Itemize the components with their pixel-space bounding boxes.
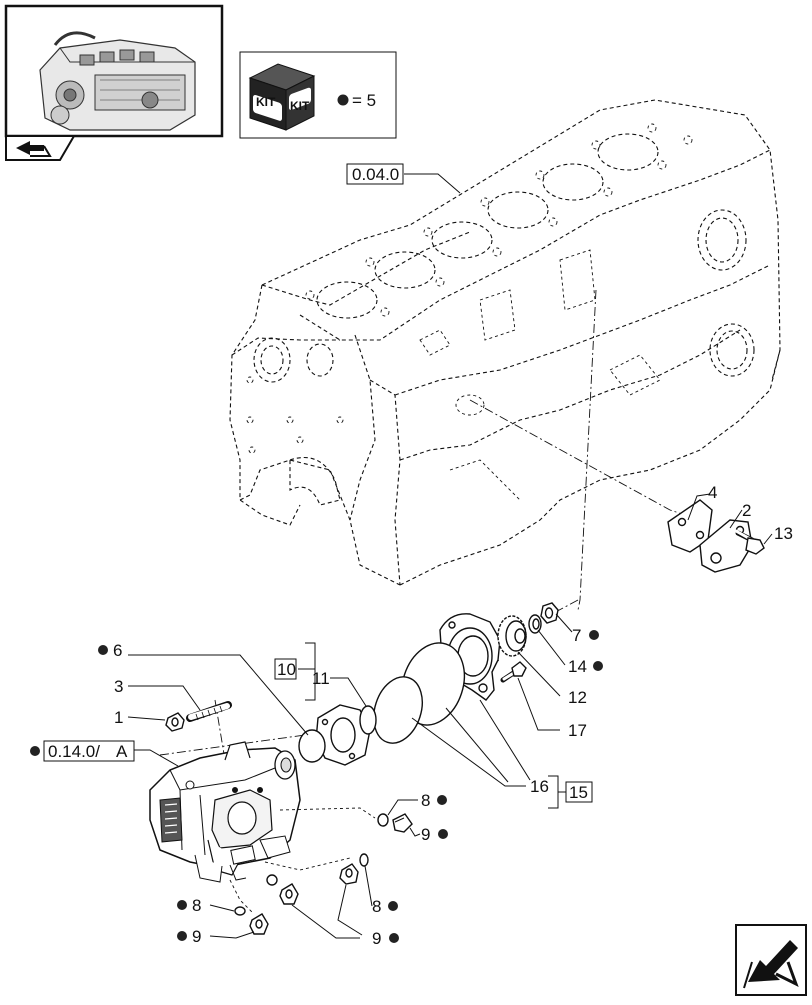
o-ring-8-lower-b[interactable] — [234, 906, 246, 916]
callout-8-left[interactable]: 8 — [192, 896, 201, 915]
plug-9-lower-a[interactable] — [279, 883, 299, 905]
kit-label-right: KIT — [290, 99, 310, 113]
cylinder-bore-5 — [542, 163, 604, 201]
washer-14[interactable] — [528, 614, 542, 634]
reference-label-engine-block[interactable]: 0.04.0 — [346, 163, 404, 185]
kit-equals-text: = 5 — [352, 91, 376, 110]
callout-6[interactable]: 6 — [113, 641, 122, 660]
cylinder-bore-1 — [316, 281, 378, 319]
callout-1[interactable]: 1 — [114, 708, 123, 727]
pump-outlet-guide — [279, 807, 376, 819]
cylinder-bore-3 — [431, 221, 493, 259]
kit-box-icon: KIT KIT — [248, 63, 316, 131]
kit-bullet-icon — [177, 900, 187, 910]
callout-7[interactable]: 7 — [572, 626, 581, 645]
reference-text-pump-group: 0.14.0/ — [48, 742, 100, 761]
o-ring-8-upper[interactable] — [377, 813, 389, 827]
high-pressure-pump[interactable] — [149, 741, 301, 883]
callout-16[interactable]: 16 — [530, 777, 549, 796]
callout-9-upper[interactable]: 9 — [421, 825, 430, 844]
callout-9-left[interactable]: 9 — [192, 927, 201, 946]
plug-9-lower-b[interactable] — [249, 913, 269, 935]
kit-bullet-icon — [438, 829, 448, 839]
o-ring-6[interactable] — [298, 729, 326, 763]
pump-outlet-guide-2 — [264, 857, 351, 871]
reference-text-pump-group-suffix: A — [116, 742, 128, 761]
filled-dot-icon — [337, 94, 349, 106]
kit-legend: KIT KIT = 5 — [239, 51, 397, 139]
nut-1[interactable] — [165, 712, 185, 732]
pump-outlet-guide-3 — [229, 879, 253, 913]
cylinder-bore-4 — [487, 191, 549, 229]
callout-4[interactable]: 4 — [708, 483, 717, 502]
o-ring-8-lower-a[interactable] — [266, 874, 278, 886]
callout-15-text: 15 — [569, 783, 588, 802]
axis-line-to-nut — [549, 599, 579, 616]
callout-13[interactable]: 13 — [774, 524, 793, 543]
plug-9-upper[interactable] — [392, 813, 413, 833]
next-page-arrow-icon[interactable] — [735, 924, 807, 996]
callout-12[interactable]: 12 — [568, 688, 587, 707]
o-ring-11[interactable] — [359, 705, 377, 735]
kit-bullet-icon — [593, 661, 603, 671]
cylinder-bore-6 — [597, 133, 659, 171]
callout-17[interactable]: 17 — [568, 721, 587, 740]
stud-3[interactable] — [186, 701, 232, 722]
reference-text-engine-block: 0.04.0 — [352, 165, 399, 184]
callout-box-15[interactable]: 15 — [565, 781, 593, 803]
callout-8-right[interactable]: 8 — [372, 897, 381, 916]
bolt-17[interactable] — [500, 661, 527, 683]
adapter-flange-11[interactable] — [315, 704, 371, 766]
bolt-13[interactable] — [734, 529, 765, 555]
cylinder-bore-2 — [374, 251, 436, 289]
axis-line-to-cover — [469, 399, 701, 521]
callout-9-right[interactable]: 9 — [372, 929, 381, 948]
o-ring-8-middle[interactable] — [359, 853, 369, 867]
kit-label-left: KIT — [256, 95, 276, 109]
callout-box-10[interactable]: 10 — [274, 658, 297, 680]
kit-bullet-icon — [30, 746, 40, 756]
kit-bullet-icon — [98, 645, 108, 655]
callout-3[interactable]: 3 — [114, 677, 123, 696]
callout-2[interactable]: 2 — [742, 501, 751, 520]
engine-thumbnail-icon[interactable] — [4, 4, 224, 138]
prev-page-arrow-icon[interactable] — [5, 135, 76, 161]
kit-bullet-icon — [437, 795, 447, 805]
kit-bullet-icon — [388, 901, 398, 911]
reference-label-pump-group[interactable]: 0.14.0/ A — [43, 740, 135, 762]
kit-bullet-icon — [389, 933, 399, 943]
kit-bullet-icon — [177, 931, 187, 941]
plug-9-middle[interactable] — [339, 863, 359, 885]
engine-block-phantom — [229, 99, 781, 586]
o-ring-16-small[interactable] — [366, 671, 431, 750]
callout-10-text: 10 — [277, 660, 296, 679]
callout-8-upper[interactable]: 8 — [421, 791, 430, 810]
callout-14[interactable]: 14 — [568, 657, 587, 676]
leader-lines — [127, 173, 773, 939]
drive-gear-12[interactable] — [497, 615, 527, 657]
axis-line-vertical — [577, 289, 597, 611]
kit-bullet-icon — [589, 630, 599, 640]
callout-11[interactable]: 11 — [312, 669, 330, 688]
nut-7[interactable] — [540, 602, 559, 624]
axis-line-stud — [214, 699, 226, 761]
